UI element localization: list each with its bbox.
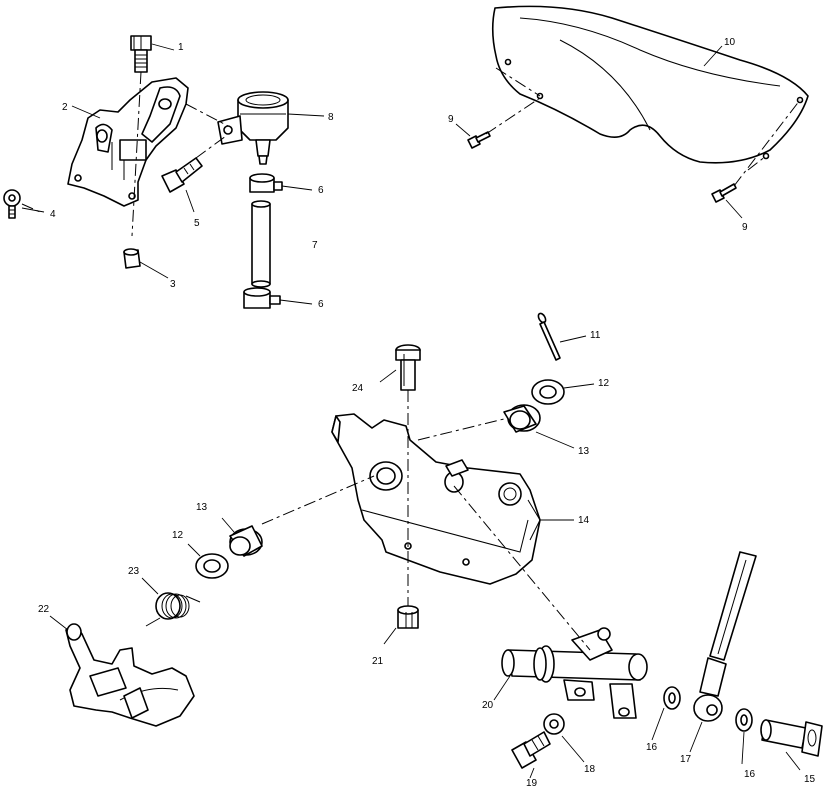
part-reservoir-8 — [217, 91, 289, 165]
part-pedal-22 — [65, 623, 195, 727]
callout-19: 19 — [526, 778, 538, 787]
callout-6-lower: 6 — [318, 299, 324, 310]
callout-12-lower: 12 — [172, 530, 184, 541]
part-rod-17 — [693, 551, 757, 722]
part-cable-11 — [537, 312, 561, 361]
part-bolt-15 — [760, 719, 823, 757]
callout-20: 20 — [482, 700, 494, 711]
part-fitting-4 — [3, 189, 21, 219]
part-bushing-13-lower — [229, 525, 263, 557]
callout-14: 14 — [578, 515, 590, 526]
callout-5: 5 — [194, 218, 200, 229]
part-washer-18 — [543, 713, 565, 735]
part-clamp-6-lower — [243, 287, 281, 309]
callout-8: 8 — [328, 112, 334, 123]
callout-2: 2 — [62, 102, 68, 113]
part-clamp-6-upper — [249, 173, 283, 193]
part-nut-21 — [397, 605, 419, 629]
callout-1: 1 — [178, 42, 184, 53]
callout-9-left: 9 — [448, 114, 454, 125]
part-screw-9-left — [467, 131, 491, 149]
callout-23: 23 — [128, 566, 140, 577]
part-bolt-24 — [395, 344, 421, 391]
part-washer-12-upper — [531, 379, 565, 405]
callout-18: 18 — [584, 764, 596, 775]
part-nut-3 — [123, 248, 141, 269]
part-bolt-1 — [130, 35, 152, 73]
part-bolt-5 — [161, 157, 203, 193]
callout-16-right: 16 — [744, 769, 756, 780]
part-washer-16-left — [663, 686, 681, 710]
part-spring-23 — [145, 592, 201, 627]
part-bracket-14 — [331, 413, 541, 585]
callout-13-lower: 13 — [196, 502, 208, 513]
callout-12-upper: 12 — [598, 378, 610, 389]
callout-6-upper: 6 — [318, 185, 324, 196]
callout-10: 10 — [724, 37, 736, 48]
part-screw-9-right — [711, 183, 737, 203]
part-washer-12-lower — [195, 553, 229, 579]
part-hose-7 — [251, 200, 271, 288]
part-cover-10 — [491, 5, 809, 164]
callout-15: 15 — [804, 774, 816, 785]
callout-17: 17 — [680, 754, 692, 765]
callout-21: 21 — [372, 656, 384, 667]
part-shaft-20 — [501, 627, 648, 719]
part-bushing-13-upper — [503, 404, 541, 433]
callout-24: 24 — [352, 383, 364, 394]
callout-16-left: 16 — [646, 742, 658, 753]
part-bracket-2 — [67, 77, 189, 207]
callout-9-right: 9 — [742, 222, 748, 233]
callout-22: 22 — [38, 604, 50, 615]
callout-4: 4 — [50, 209, 56, 220]
callout-13-upper: 13 — [578, 446, 590, 457]
callout-11: 11 — [590, 330, 601, 341]
callout-3: 3 — [170, 279, 176, 290]
part-washer-16-right — [735, 708, 753, 732]
callouts: 1 2 3 4 5 6 6 7 8 9 9 10 11 12 12 13 13 … — [38, 37, 816, 787]
part-bolt-19 — [511, 731, 551, 769]
leader-lines — [21, 43, 801, 779]
callout-7: 7 — [312, 240, 318, 251]
